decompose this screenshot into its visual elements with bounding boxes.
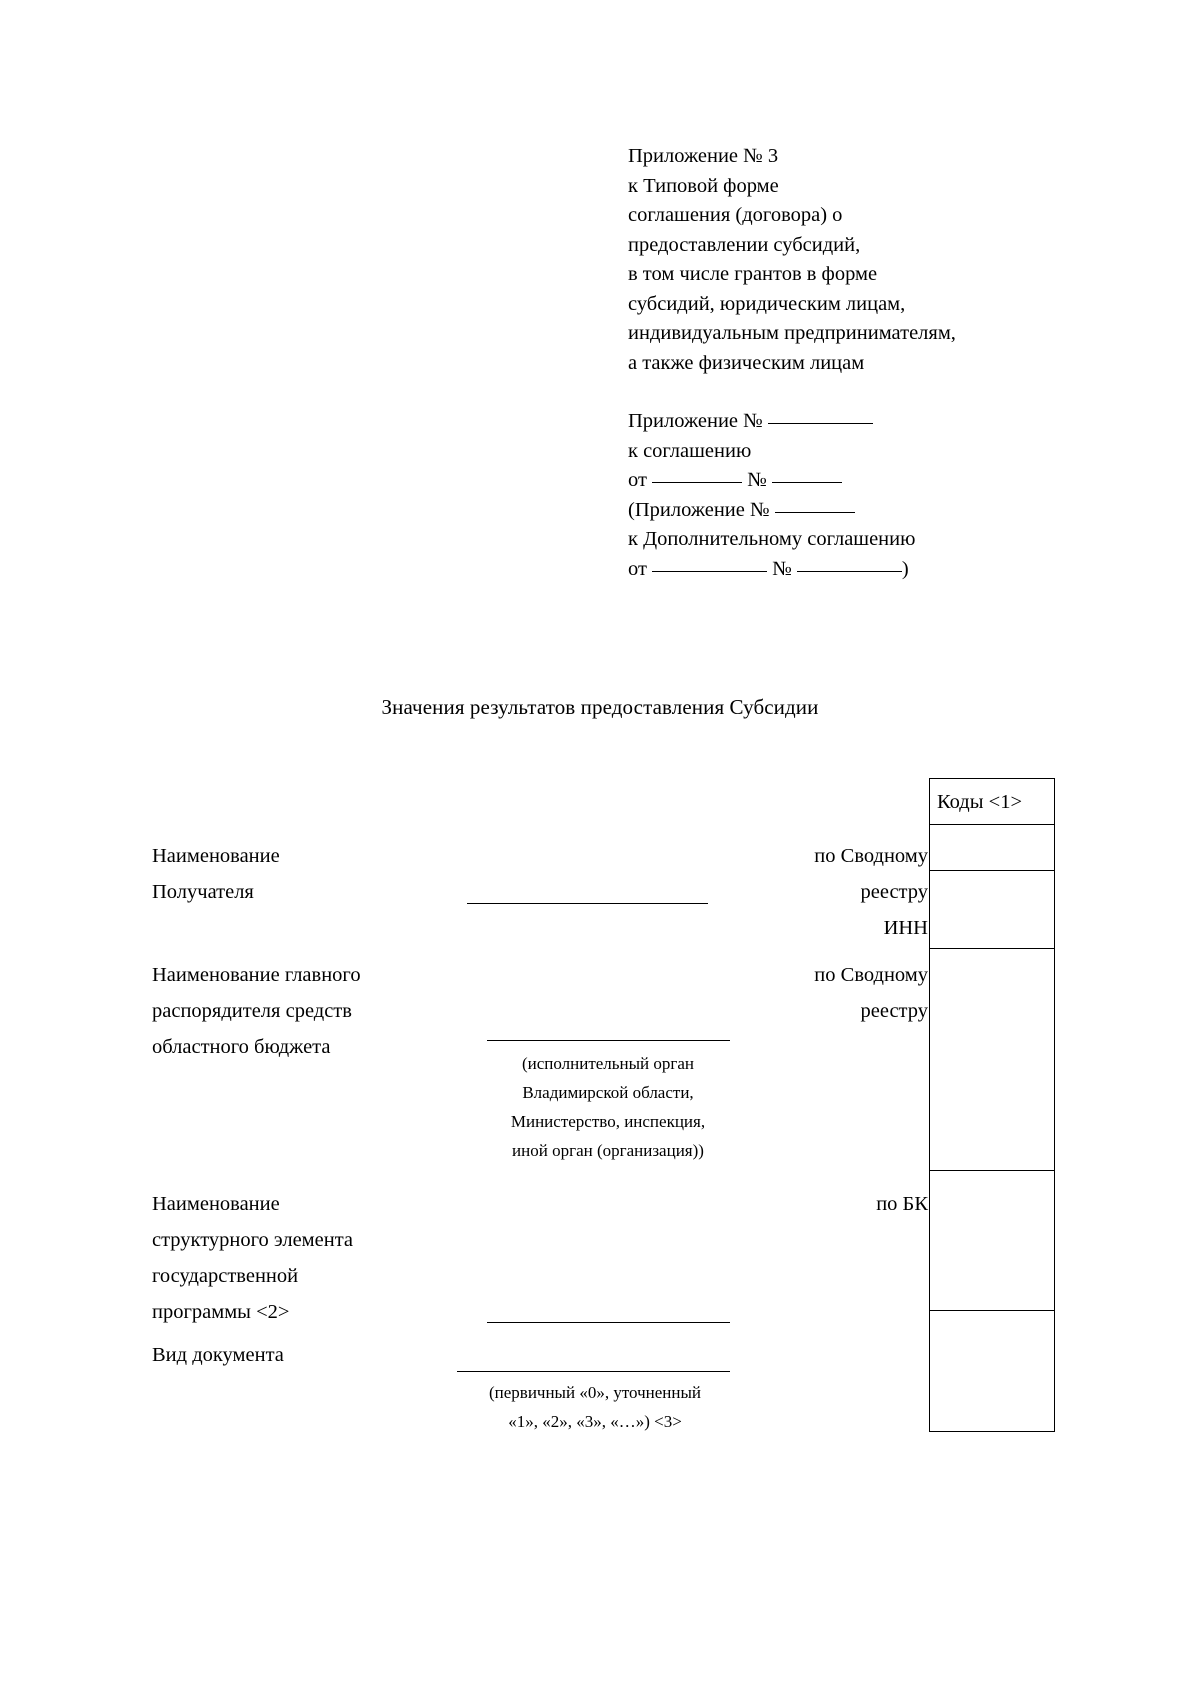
page-title: Значения результатов предоставления Субс…	[381, 695, 819, 719]
appendix-line-7: индивидуальным предпринимателям,	[628, 322, 956, 344]
codes-cell-chief-administrator-registry[interactable]	[930, 949, 1054, 1171]
supplementary-number-blank[interactable]	[796, 570, 902, 572]
caption-chief-administrator-registry-line-2: реестру	[860, 1000, 929, 1022]
codes-table: Коды <1>	[929, 778, 1055, 1432]
agreement-appendix-number-line: Приложение №	[628, 407, 1088, 437]
agreement-appendix-number-label: Приложение №	[628, 410, 768, 432]
agreement-appendix-number-blank[interactable]	[767, 423, 873, 424]
note-chief-administrator-line-2: Владимирской области,	[522, 1083, 694, 1102]
note-document-type-line-2: «1», «2», «3», «…») <3>	[508, 1412, 682, 1431]
appendix-line-8: а также физическим лицам	[628, 351, 865, 374]
supplementary-appendix-number-line: (Приложение №	[628, 496, 1088, 526]
agreement-date-number-line: от №	[628, 466, 1088, 496]
codes-cell-program-element-bk[interactable]	[930, 1171, 1054, 1311]
supplementary-number-label: №	[767, 557, 797, 580]
appendix-line-2: к Типовой форме	[628, 174, 779, 197]
agreement-ref-line: к соглашению	[628, 439, 752, 462]
codes-table-header: Коды <1>	[930, 779, 1054, 825]
agreement-number-blank[interactable]	[771, 482, 842, 483]
appendix-spacer	[628, 378, 1088, 407]
chief-administrator-name-blank[interactable]	[487, 1040, 730, 1041]
label-recipient-name-line-2: Получателя	[152, 881, 254, 903]
supplementary-appendix-label: (Приложение №	[628, 498, 775, 521]
caption-recipient-registry-line-1: по Сводному	[814, 845, 928, 867]
codes-cell-document-type[interactable]	[930, 1311, 1054, 1431]
label-document-type: Вид документа	[152, 1337, 284, 1373]
appendix-line-3: соглашения (договора) о	[628, 204, 843, 226]
supplementary-close-paren: )	[901, 557, 909, 580]
appendix-line-1: Приложение № 3	[628, 145, 779, 167]
supplementary-appendix-number-blank[interactable]	[774, 511, 855, 513]
codes-cell-recipient-registry[interactable]	[930, 825, 1054, 871]
appendix-header-block: Приложение № 3 к Типовой форме соглашени…	[628, 142, 1088, 584]
agreement-number-label: №	[742, 469, 772, 491]
note-chief-administrator-line-4: иной орган (организация))	[512, 1141, 704, 1160]
label-document-type-line-1: Вид документа	[152, 1344, 284, 1366]
label-chief-administrator: Наименование главного распорядителя сред…	[152, 957, 361, 1065]
label-chief-administrator-line-2: распорядителя средств	[152, 1000, 352, 1022]
label-chief-administrator-line-3: областного бюджета	[152, 1036, 331, 1058]
label-program-element: Наименование структурного элемента госуд…	[152, 1186, 353, 1330]
appendix-line-4: предоставлении субсидий,	[628, 233, 861, 256]
label-chief-administrator-line-1: Наименование главного	[152, 964, 361, 986]
label-recipient-name: Наименование Получателя	[152, 838, 280, 910]
agreement-date-blank[interactable]	[652, 482, 743, 483]
supplementary-agreement-ref-line: к Дополнительному соглашению	[628, 528, 916, 550]
note-document-type-line-1: (первичный «0», уточненный	[488, 1383, 702, 1402]
label-recipient-name-line-1: Наименование	[152, 845, 280, 867]
note-document-type: (первичный «0», уточненный «1», «2», «3»…	[440, 1378, 750, 1436]
caption-chief-administrator-registry-line-1: по Сводному	[814, 964, 928, 986]
label-program-element-line-4: программы <2>	[152, 1301, 290, 1323]
caption-recipient-inn: ИНН	[883, 917, 928, 939]
caption-recipient-registry: по Сводному реестру ИНН	[628, 838, 928, 946]
program-element-blank[interactable]	[487, 1322, 730, 1323]
document-type-blank[interactable]	[457, 1371, 730, 1372]
supplementary-date-label: от	[628, 557, 653, 580]
note-chief-administrator-line-1: (исполнительный орган	[521, 1054, 695, 1073]
supplementary-date-blank[interactable]	[652, 570, 768, 572]
note-chief-administrator-line-3: Министерство, инспекция,	[510, 1112, 706, 1131]
label-program-element-line-1: Наименование	[152, 1193, 280, 1215]
agreement-date-label: от	[628, 469, 653, 491]
supplementary-date-number-line: от № )	[628, 555, 1088, 585]
note-chief-administrator: (исполнительный орган Владимирской облас…	[448, 1049, 768, 1165]
caption-program-element-bk: по БК	[628, 1186, 928, 1222]
recipient-name-blank[interactable]	[467, 903, 708, 904]
appendix-line-6: субсидий, юридическим лицам,	[628, 292, 906, 315]
caption-recipient-registry-line-2: реестру	[860, 881, 929, 903]
codes-cell-recipient-inn[interactable]	[930, 871, 1054, 949]
caption-program-element-bk-line-1: по БК	[876, 1193, 928, 1215]
caption-chief-administrator-registry: по Сводному реестру	[628, 957, 928, 1029]
label-program-element-line-3: государственной	[152, 1265, 299, 1287]
label-program-element-line-2: структурного элемента	[152, 1229, 354, 1251]
appendix-line-5: в том числе грантов в форме	[628, 263, 878, 285]
